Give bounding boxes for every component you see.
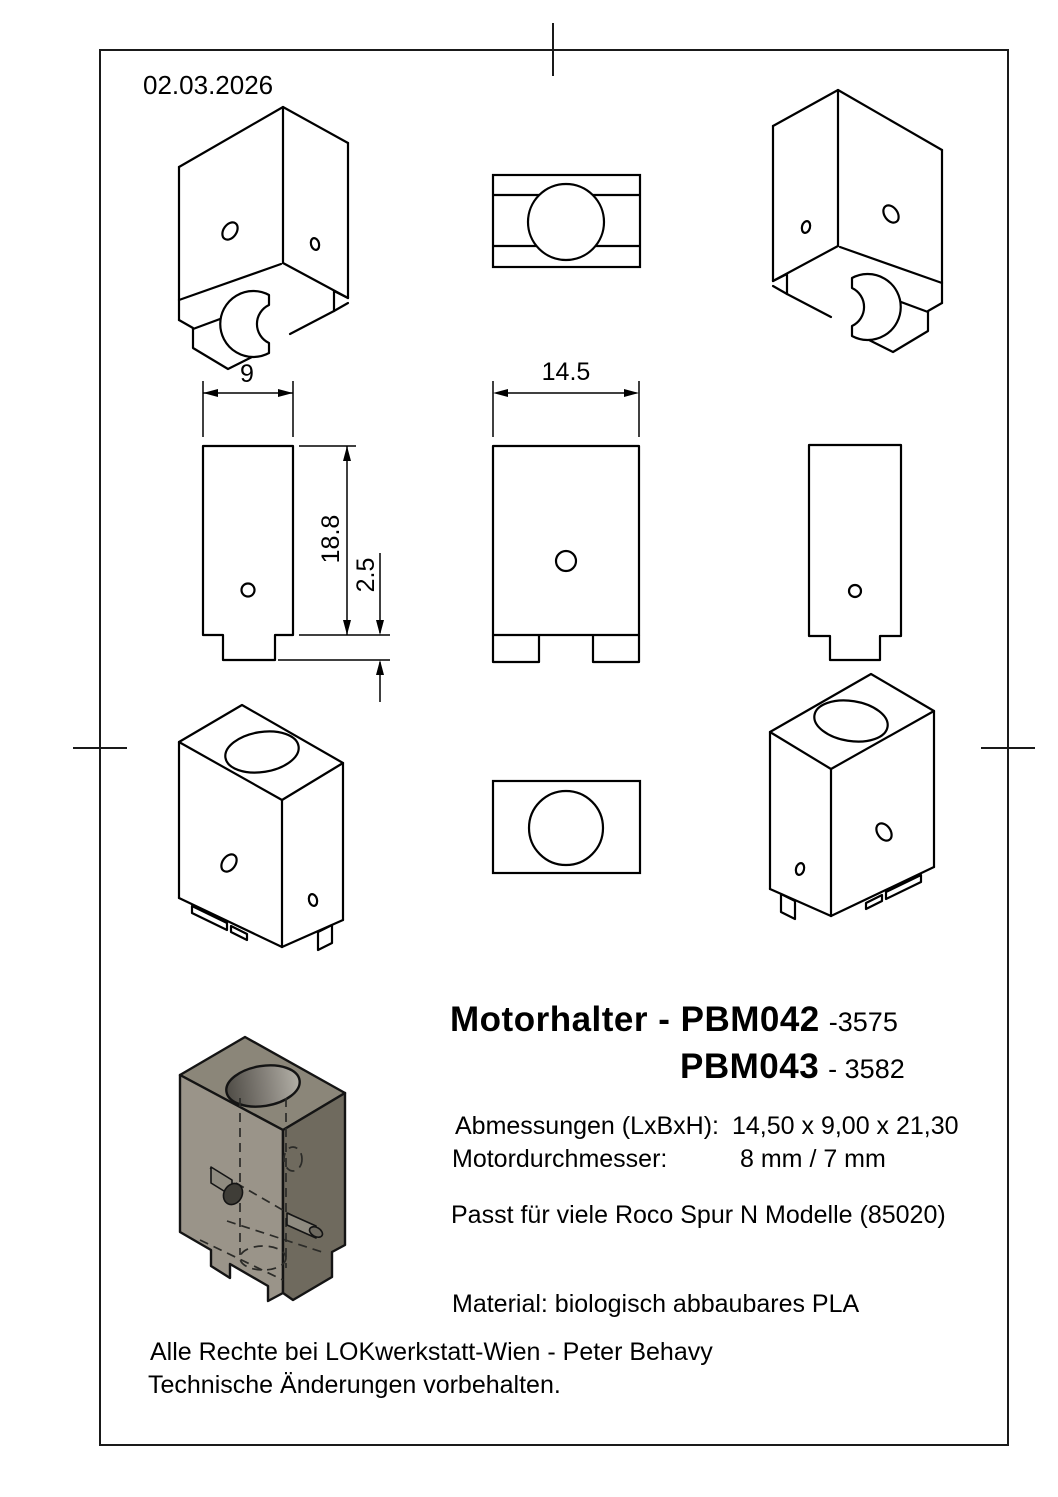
- title-line-2: PBM043 - 3582: [680, 1047, 905, 1087]
- spec-dimensions-label: Abmessungen (LxBxH):: [455, 1112, 720, 1140]
- footer-notice: Technische Änderungen vorbehalten.: [148, 1371, 561, 1399]
- footer-rights: Alle Rechte bei LOKwerkstatt-Wien - Pete…: [150, 1338, 713, 1366]
- product-code-1: -3575: [828, 1007, 898, 1037]
- dim-label-side-width: 9: [240, 360, 254, 388]
- motor-cradle-cutout: [219, 289, 271, 359]
- spec-material: Material: biologisch abbaubares PLA: [452, 1290, 860, 1318]
- dim-label-foot: 2.5: [351, 557, 380, 593]
- view-3d-shaded: [178, 1035, 347, 1303]
- screw-hole: [307, 893, 319, 907]
- screw-hole: [220, 853, 238, 873]
- model-bore: [225, 1064, 301, 1108]
- product-code-2: - 3582: [828, 1054, 905, 1084]
- view-iso-bottom-right: [771, 88, 944, 354]
- screw-hole: [309, 237, 321, 251]
- model-right-face: [281, 1091, 347, 1302]
- screw-hole: [554, 549, 578, 573]
- motor-bore: [526, 182, 606, 262]
- product-title: Motorhalter - PBM042: [450, 1000, 820, 1039]
- spec-motor-label: Motordurchmesser:: [452, 1145, 668, 1173]
- view-iso-bottom-left: [177, 105, 350, 371]
- spec-compatibility: Passt für viele Roco Spur N Modelle (850…: [451, 1201, 946, 1229]
- fastener-pins: [210, 1166, 324, 1239]
- dimension-arrows: [203, 389, 639, 675]
- product-title-2: PBM043: [680, 1047, 820, 1086]
- dim-label-front-width: 14.5: [541, 358, 591, 386]
- view-front-center: [491, 444, 641, 664]
- dimension-lines: [202, 381, 640, 702]
- screw-hole: [847, 583, 863, 599]
- date-label: 02.03.2026: [143, 70, 274, 100]
- screw-hole: [240, 582, 256, 598]
- screw-hole: [221, 221, 239, 241]
- motor-bore: [527, 789, 605, 867]
- motor-bore: [224, 730, 300, 774]
- view-side-right: [807, 443, 903, 662]
- view-side-left: [201, 444, 295, 662]
- view-top-row3: [491, 779, 642, 875]
- view-iso-top-right: [768, 672, 936, 921]
- view-iso-top-left: [177, 703, 345, 952]
- title-block: Motorhalter - PBM042 -3575 PBM043 - 3582: [450, 1000, 905, 1087]
- dim-label-height: 18.8: [316, 514, 345, 564]
- spec-motor-value: 8 mm / 7 mm: [740, 1145, 886, 1173]
- view-top-row1: [491, 173, 642, 269]
- spec-dimensions-value: 14,50 x 9,00 x 21,30: [732, 1112, 959, 1140]
- sheet-border: [73, 23, 1035, 1446]
- title-line-1: Motorhalter - PBM042 -3575: [450, 1000, 905, 1040]
